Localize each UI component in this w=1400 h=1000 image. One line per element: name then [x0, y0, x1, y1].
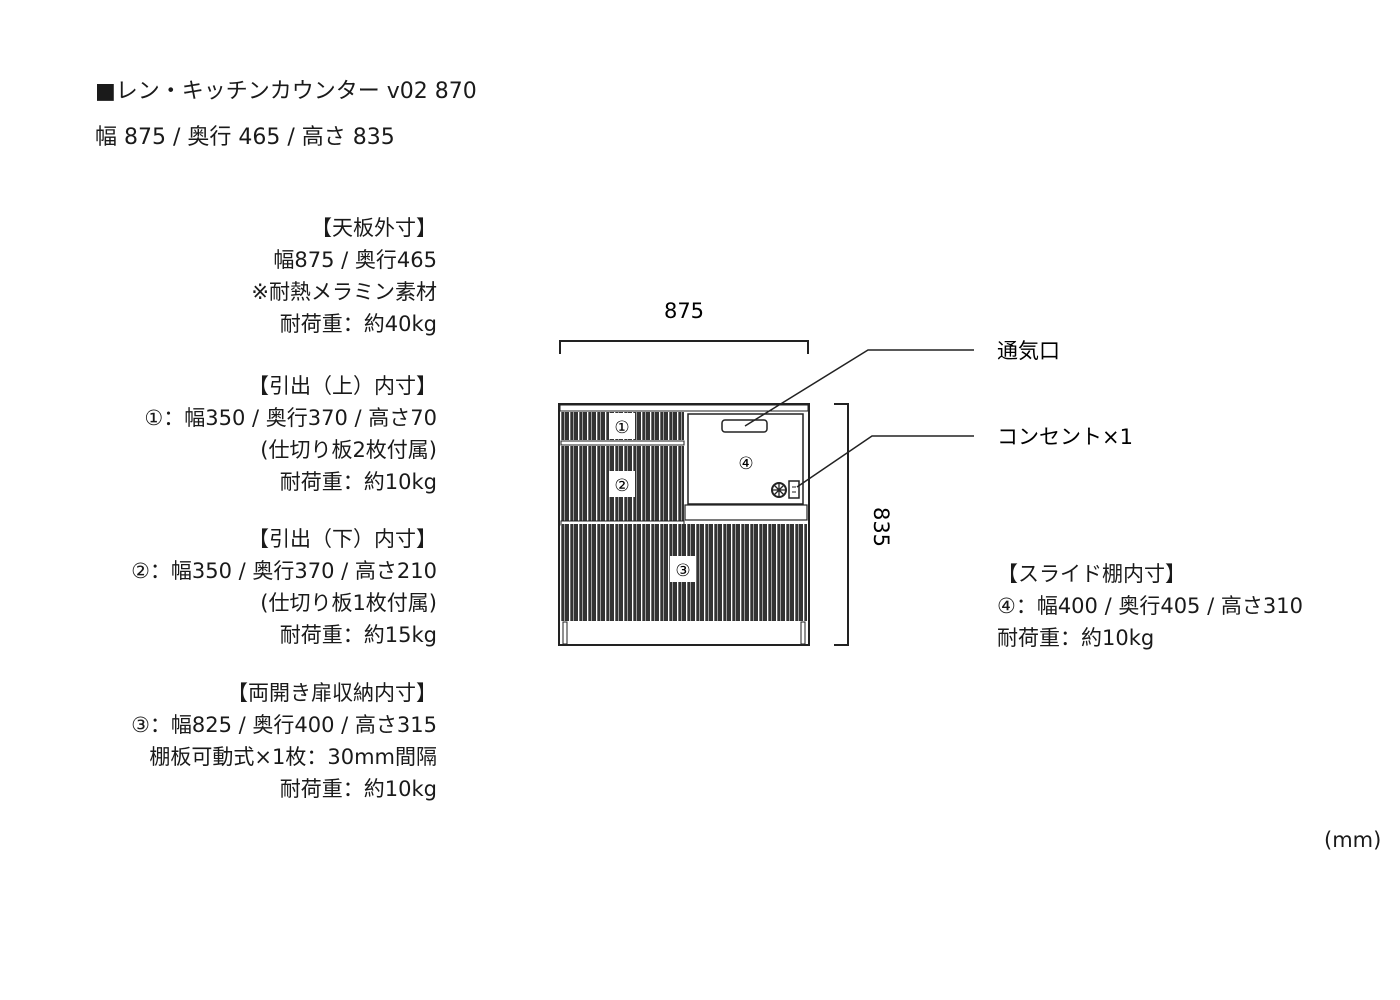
spec-lower-drawer: 【引出（下）内寸】 ②：幅350 / 奥行370 / 高さ210 (仕切り板1枚… [131, 523, 437, 651]
spec-line: (仕切り板1枚付属) [260, 591, 437, 615]
marker-1: ① [614, 418, 629, 438]
spec-slide-shelf: 【スライド棚内寸】 ④：幅400 / 奥行405 / 高さ310 耐荷重：約10… [997, 558, 1303, 654]
spec-line: 耐荷重：約10kg [279, 470, 437, 494]
product-title: ■レン・キッチンカウンター v02 870 [95, 79, 477, 104]
width-dimension-label: 875 [664, 299, 704, 323]
vent-label: 通気口 [997, 339, 1060, 363]
spec-line: 棚板可動式×1枚：30mm間隔 [149, 745, 437, 769]
spec-door-storage: 【両開き扉収納内寸】 ③：幅825 / 奥行400 / 高さ315 棚板可動式×… [131, 677, 437, 805]
spec-line: 耐荷重：約10kg [997, 626, 1155, 650]
spec-line: 耐荷重：約10kg [279, 777, 437, 801]
spec-line: 耐荷重：約15kg [279, 623, 437, 647]
spec-heading: 【天板外寸】 [311, 216, 437, 240]
outlet-icon [788, 480, 800, 499]
outlet-label: コンセント×1 [997, 425, 1133, 449]
top-board [559, 404, 809, 412]
product-size: 幅 875 / 奥行 465 / 高さ 835 [95, 125, 395, 150]
spec-line: 幅875 / 奥行465 [273, 248, 437, 272]
spec-heading: 【スライド棚内寸】 [997, 562, 1186, 586]
vent-icon [721, 419, 768, 433]
marker-2: ② [614, 476, 629, 496]
spec-line: ※耐熱メラミン素材 [251, 280, 437, 304]
spec-line: ②：幅350 / 奥行370 / 高さ210 [131, 559, 437, 583]
outlet-leader-line [796, 435, 974, 488]
spec-line: (仕切り板2枚付属) [260, 438, 437, 462]
marker-3: ③ [675, 561, 690, 581]
spec-heading: 【両開き扉収納内寸】 [227, 681, 437, 705]
spec-line: 耐荷重：約40kg [279, 312, 437, 336]
spec-top-board: 【天板外寸】 幅875 / 奥行465 ※耐熱メラミン素材 耐荷重：約40kg [251, 212, 437, 340]
height-dimension-label: 835 [869, 507, 893, 547]
spec-line: ③：幅825 / 奥行400 / 高さ315 [131, 713, 437, 737]
width-dimension-line [559, 340, 809, 354]
unit-label: (mm) [1324, 828, 1382, 852]
height-dimension-line [834, 403, 849, 646]
spec-line: ④：幅400 / 奥行405 / 高さ310 [997, 594, 1303, 618]
spec-heading: 【引出（下）内寸】 [248, 527, 437, 551]
spec-upper-drawer: 【引出（上）内寸】 ①：幅350 / 奥行370 / 高さ70 (仕切り板2枚付… [144, 370, 437, 498]
marker-4: ④ [738, 454, 753, 474]
spec-line: ①：幅350 / 奥行370 / 高さ70 [144, 406, 437, 430]
vent-leader-line [744, 349, 974, 427]
spec-heading: 【引出（上）内寸】 [248, 374, 437, 398]
